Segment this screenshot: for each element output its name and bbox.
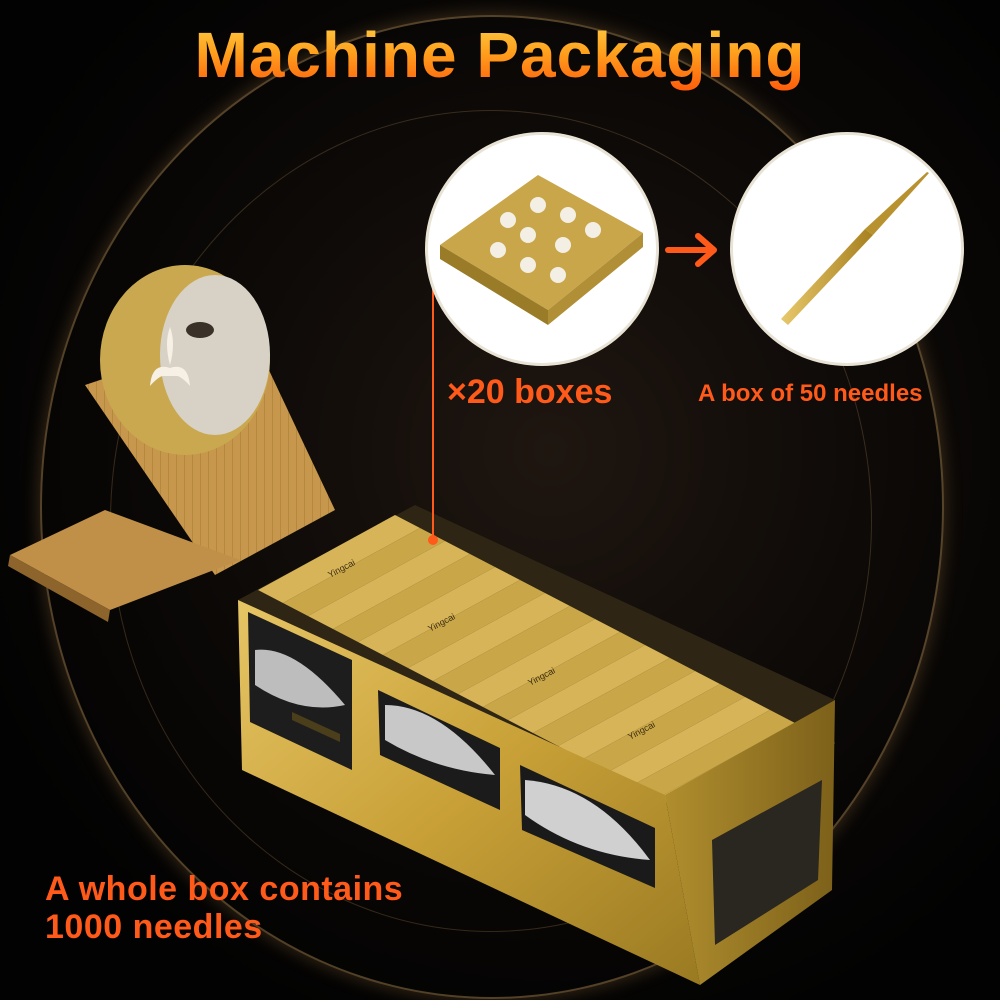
needle-image — [781, 172, 929, 325]
needle-box-stack — [258, 515, 835, 818]
leader-dot — [428, 535, 438, 545]
right-arrow-icon — [665, 233, 717, 267]
small-box-circle — [428, 135, 656, 363]
page-title: Machine Packaging — [0, 18, 1000, 92]
lid-base — [10, 510, 240, 610]
small-box-image — [440, 175, 643, 325]
needle-circle — [733, 135, 961, 363]
boxes-count-caption: ×20 boxes — [447, 373, 613, 411]
total-needles-caption: A whole box contains 1000 needles — [45, 870, 404, 946]
microscope-photo-3 — [520, 765, 655, 888]
fleur-de-lis-logo — [150, 327, 190, 386]
microscope-photo-2 — [378, 690, 500, 810]
leader-line — [432, 282, 434, 540]
box-contents-caption: A box of 50 needles — [698, 380, 923, 407]
